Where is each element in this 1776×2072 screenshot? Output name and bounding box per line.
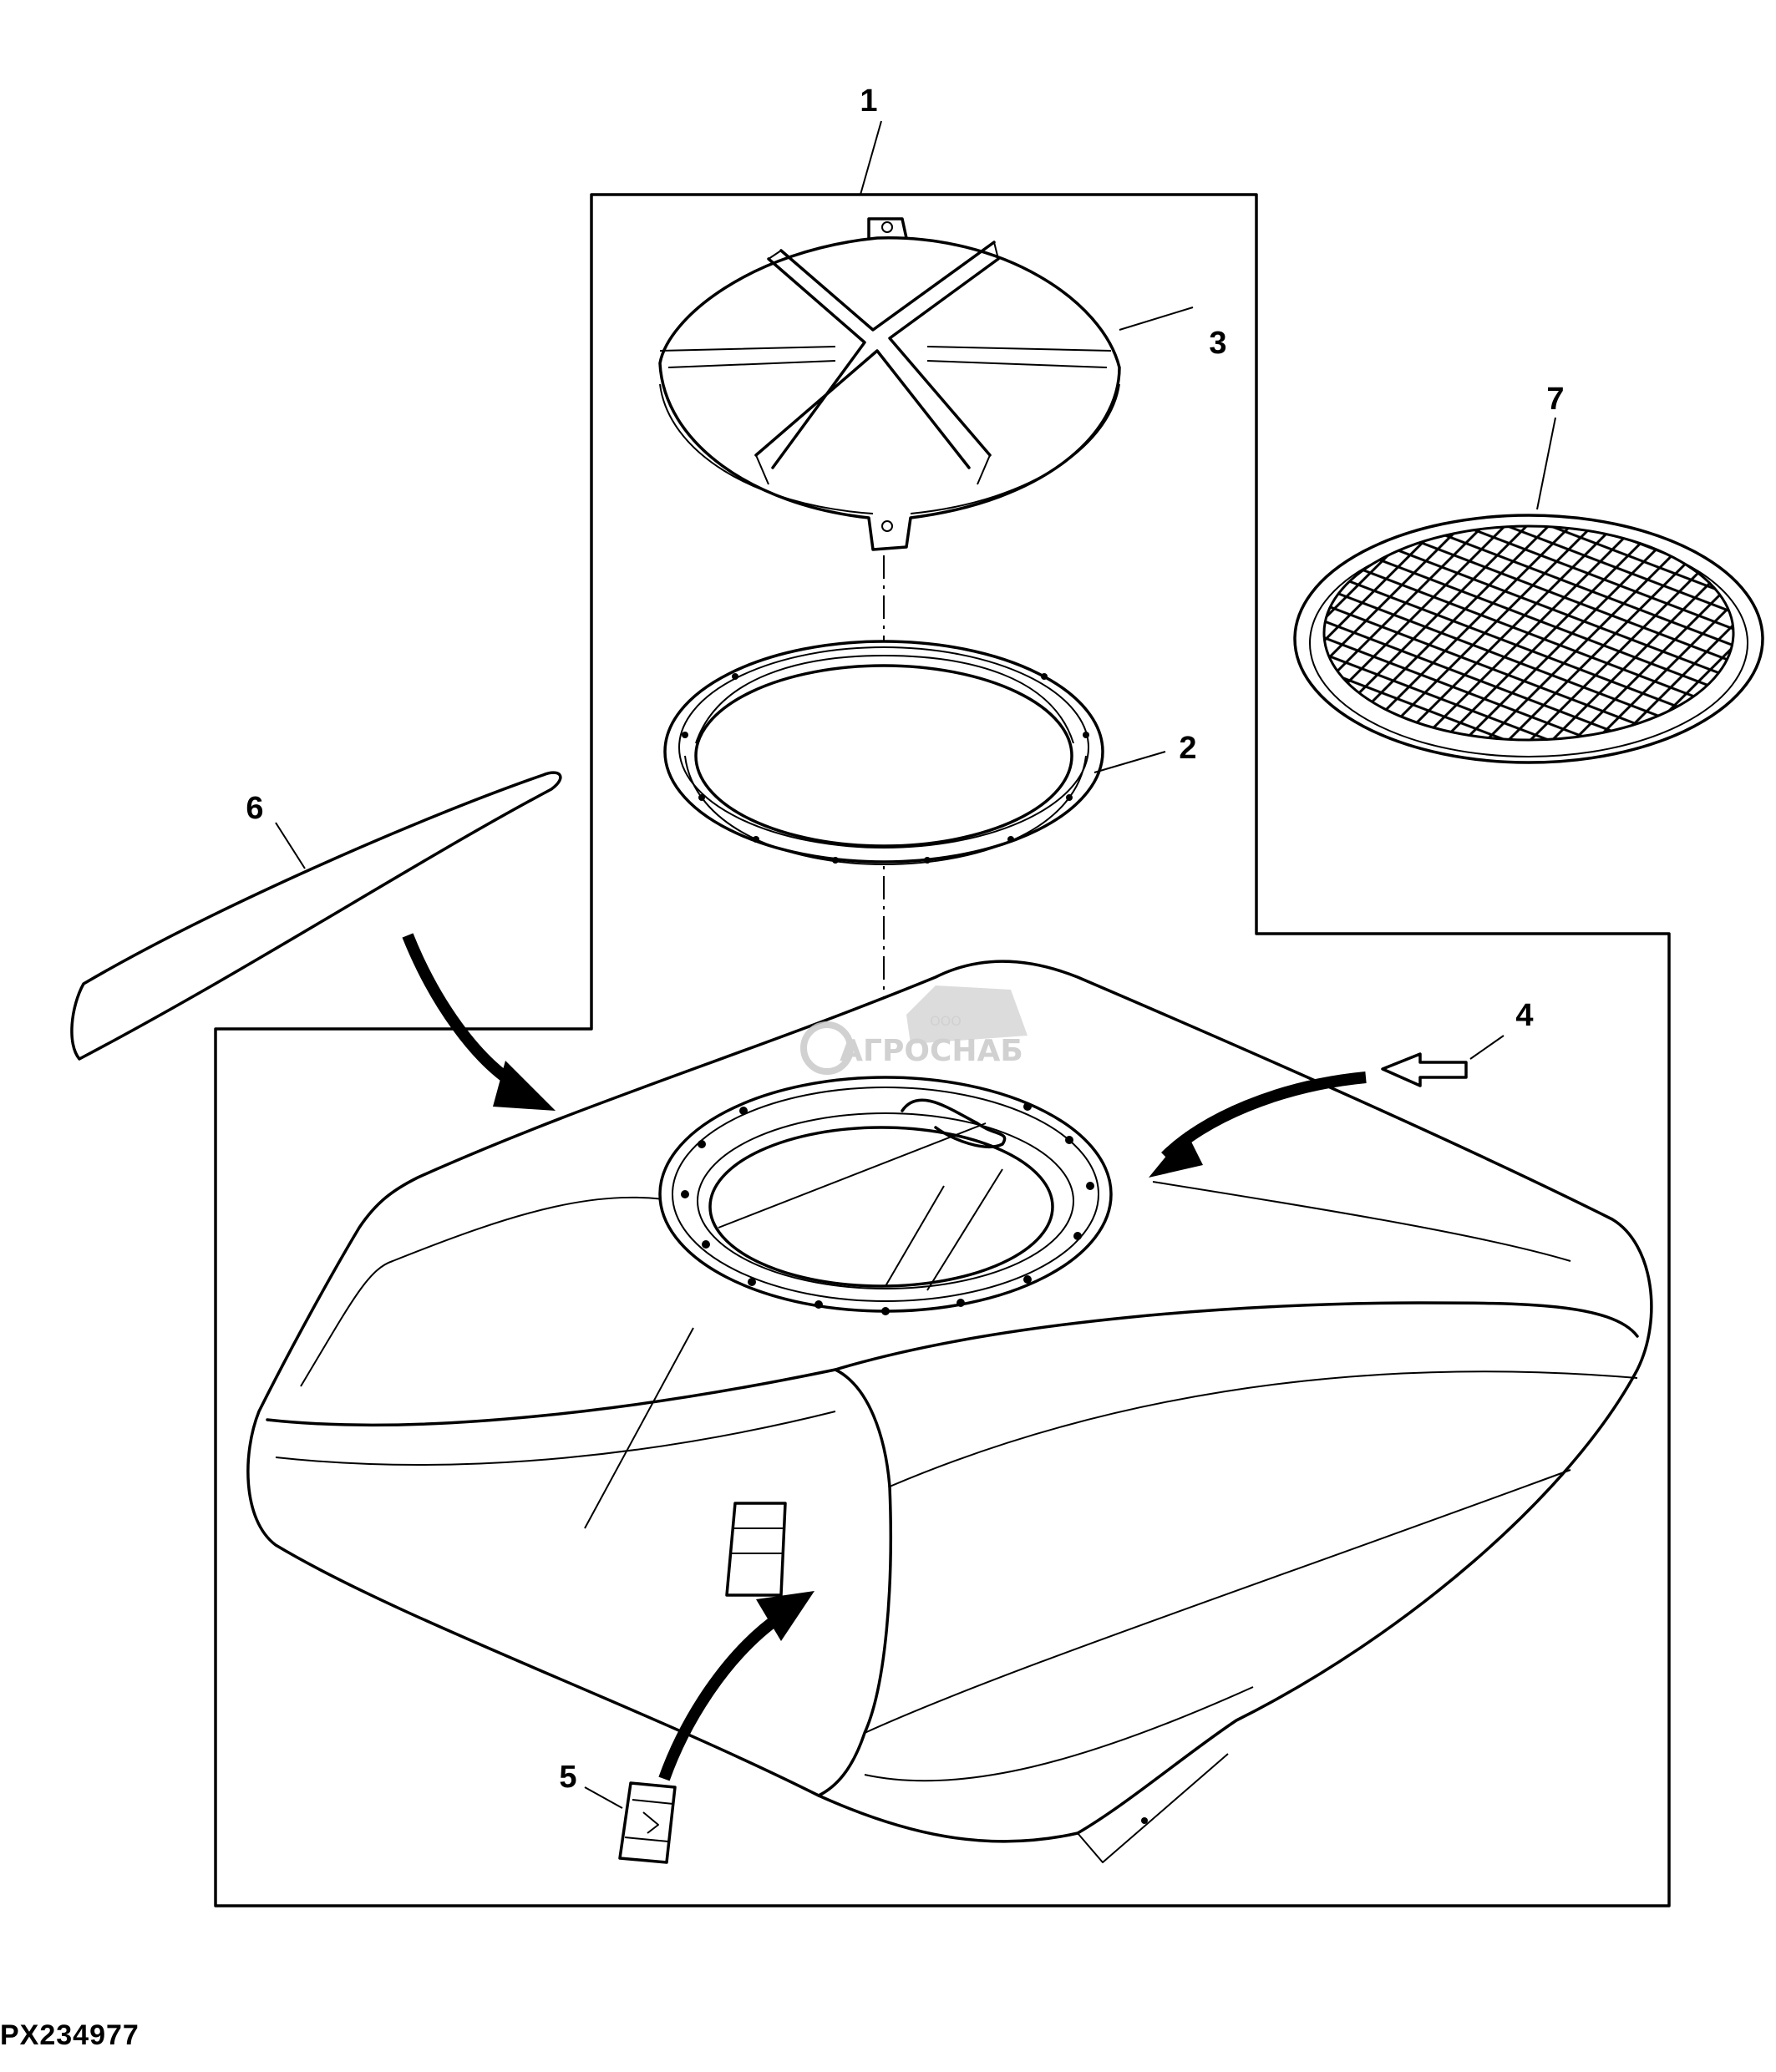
hopper-tank bbox=[246, 960, 1653, 1863]
svg-text:ООО: ООО bbox=[930, 1013, 962, 1029]
figure-id: PX234977 bbox=[0, 2019, 140, 2051]
leader-6 bbox=[275, 822, 306, 869]
callout-2: 2 bbox=[1179, 731, 1196, 766]
threaded-ring bbox=[663, 640, 1104, 865]
callout-4: 4 bbox=[1515, 998, 1533, 1033]
callout-1: 1 bbox=[860, 84, 877, 119]
svg-text:АГРОСНАБ: АГРОСНАБ bbox=[840, 1034, 1023, 1068]
callout-6: 6 bbox=[246, 791, 263, 826]
leader-7 bbox=[1536, 417, 1556, 510]
side-decal-strip bbox=[70, 771, 562, 1061]
warning-decal bbox=[618, 1781, 677, 1864]
mesh-screen bbox=[1293, 514, 1764, 764]
leader-2 bbox=[1094, 751, 1166, 773]
leader-5 bbox=[584, 1786, 623, 1809]
leader-3 bbox=[1119, 306, 1194, 331]
install-arrow-6 bbox=[402, 933, 556, 1111]
install-arrow-5 bbox=[658, 1591, 814, 1781]
watermark: ООО АГРОСНАБ bbox=[800, 985, 1028, 1075]
leader-4 bbox=[1469, 1035, 1505, 1060]
callout-7: 7 bbox=[1546, 382, 1564, 417]
tank-lid bbox=[658, 217, 1121, 551]
callout-5: 5 bbox=[559, 1760, 576, 1795]
callout-3: 3 bbox=[1209, 326, 1226, 361]
leader-1 bbox=[860, 120, 882, 195]
view-direction-arrow bbox=[1149, 1052, 1468, 1178]
